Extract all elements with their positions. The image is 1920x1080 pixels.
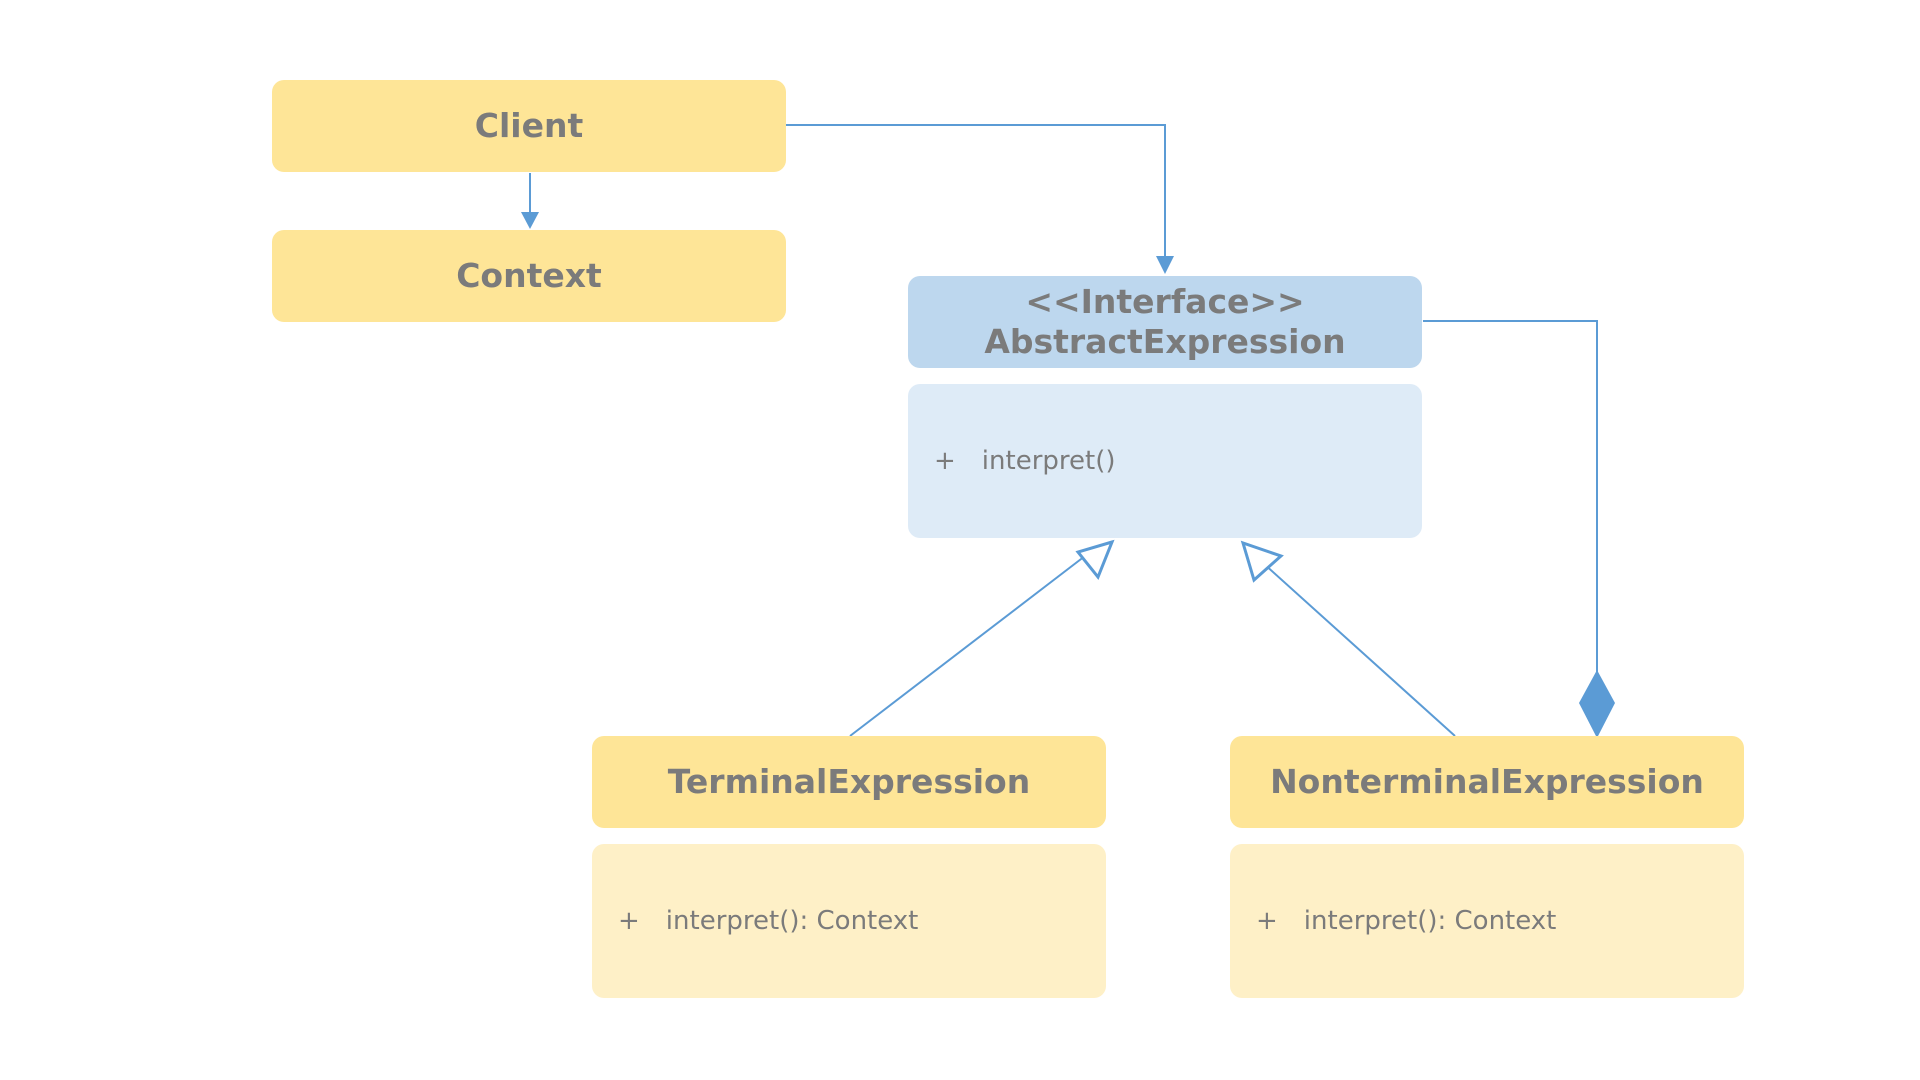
method-visibility: + <box>1256 906 1278 936</box>
nonterminal-expression-header[interactable]: NonterminalExpression <box>1230 736 1744 828</box>
terminal-realization-arrow <box>849 539 1115 737</box>
abstract-expression-methods: + interpret() <box>908 384 1422 538</box>
abstract-expression-name: AbstractExpression <box>984 322 1346 361</box>
method-signature: interpret(): Context <box>665 906 919 936</box>
client-class-name: Client <box>474 106 584 145</box>
nonterminal-expression-name: NonterminalExpression <box>1270 762 1704 801</box>
context-class[interactable]: Context <box>272 230 786 322</box>
method-signature: interpret() <box>981 446 1116 476</box>
method-visibility: + <box>618 906 640 936</box>
abstract-expression-header[interactable]: <<Interface>> AbstractExpression <box>908 276 1422 368</box>
terminal-expression-methods: + interpret(): Context <box>592 844 1106 998</box>
terminal-expression-header[interactable]: TerminalExpression <box>592 736 1106 828</box>
client-to-abstract-expression-arrow <box>786 124 1174 274</box>
abstract-expression-stereotype: <<Interface>> <box>1025 282 1305 321</box>
client-class[interactable]: Client <box>272 80 786 172</box>
nonterminal-composition-link <box>1423 320 1615 738</box>
nonterminal-realization-arrow <box>1240 540 1456 737</box>
context-class-name: Context <box>456 256 602 295</box>
method-signature: interpret(): Context <box>1303 906 1557 936</box>
nonterminal-expression-methods: + interpret(): Context <box>1230 844 1744 998</box>
client-to-context-arrow <box>521 173 539 229</box>
terminal-expression-name: TerminalExpression <box>667 762 1031 801</box>
method-visibility: + <box>934 446 956 476</box>
